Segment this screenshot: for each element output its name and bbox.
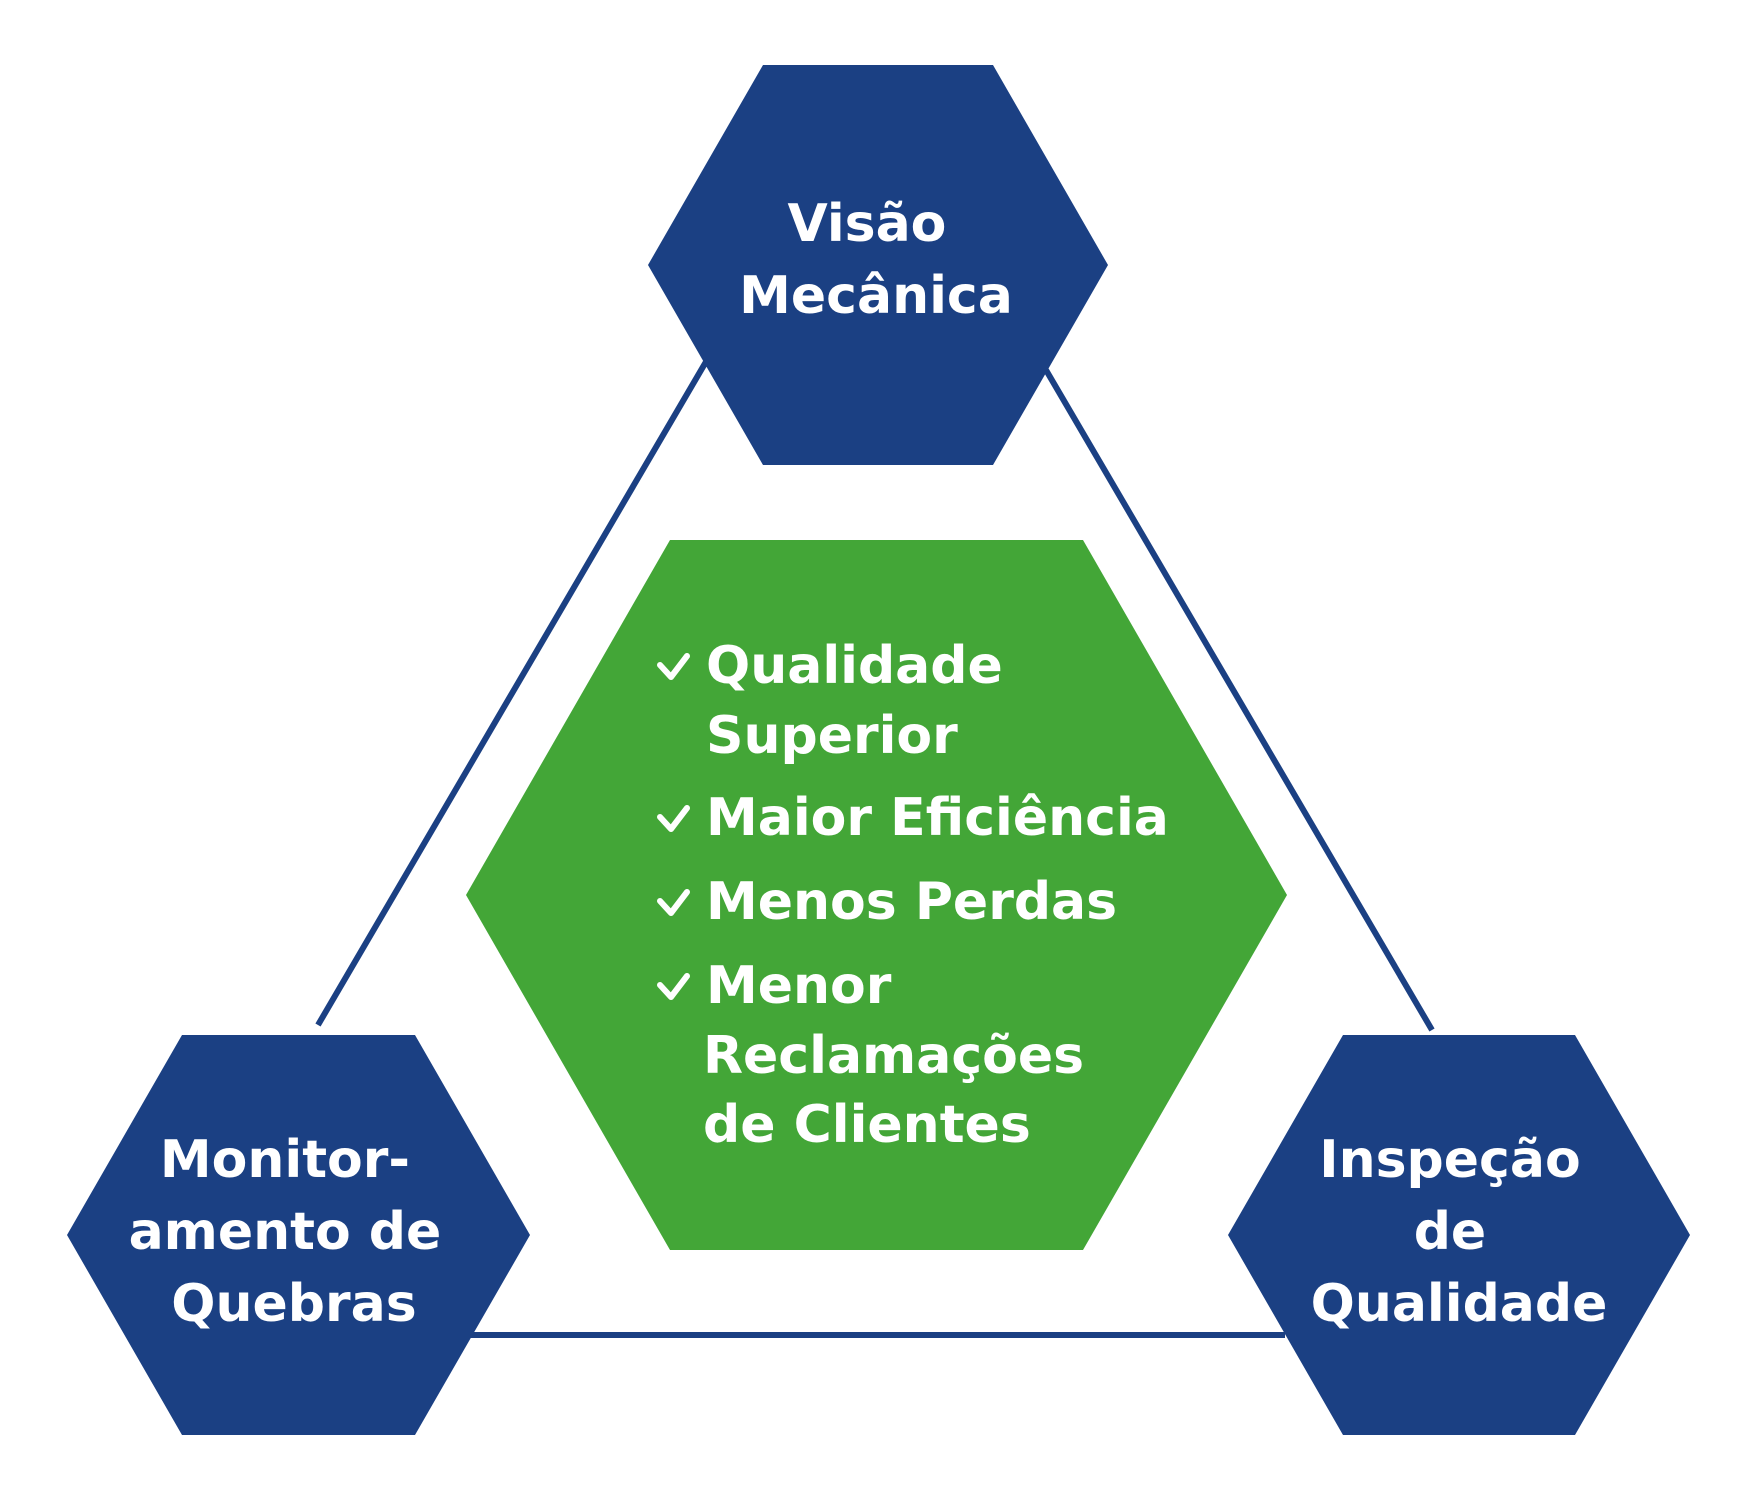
node-monitoramento-de-quebras: Monitor- amento de Quebras (67, 1035, 530, 1435)
benefit-item: Menos Perdas (657, 872, 1117, 932)
svg-text:Menor Reclamações: Menor Reclamações de Clientes (703, 956, 1102, 1155)
benefit-2-line-1: Maior Eficiência (706, 788, 1169, 848)
node-bottom-right-line-2: de (1414, 1202, 1487, 1262)
check-icon (657, 653, 690, 680)
check-icon (657, 973, 690, 1000)
node-top-line-1: Visão (787, 194, 946, 254)
node-top-line-2: Mecânica (739, 266, 1013, 326)
benefit-item: Qualidade Superior (657, 636, 1021, 766)
benefit-4-line-3: de Clientes (703, 1095, 1031, 1155)
connector-top-right (1043, 368, 1435, 1032)
benefit-item: Maior Eficiência (657, 788, 1169, 848)
node-bottom-right-label: Inspeção de Qualidade (1311, 1130, 1608, 1334)
node-bottom-left-line-2: amento de (129, 1202, 442, 1262)
check-icon (657, 889, 690, 916)
benefit-1-line-1: Qualidade (706, 636, 1003, 696)
benefit-1-line-2: Superior (706, 706, 958, 766)
svg-text:Menos Perdas: Menos Perdas (706, 872, 1117, 932)
node-bottom-right-line-1: Inspeção (1319, 1130, 1580, 1190)
node-bottom-right-line-3: Qualidade (1311, 1274, 1608, 1334)
connector-top-left (315, 358, 710, 1027)
svg-text:Qualidade Superior: Qualidade Superior (706, 636, 1021, 766)
node-bottom-left-line-3: Quebras (171, 1274, 416, 1334)
node-bottom-left-label: Monitor- amento de Quebras (129, 1130, 460, 1334)
hexagon-bottom-right (1228, 1035, 1690, 1435)
node-inspecao-de-qualidade: Inspeção de Qualidade (1228, 1035, 1690, 1435)
hexagon-top (648, 65, 1108, 465)
hexagon-center (466, 540, 1287, 1250)
center-benefits: Qualidade Superior Maior Eficiência Meno… (466, 540, 1287, 1250)
benefit-4-line-1: Menor (706, 956, 892, 1016)
benefit-item: Menor Reclamações de Clientes (657, 956, 1102, 1155)
benefit-3-line-1: Menos Perdas (706, 872, 1117, 932)
node-bottom-left-line-1: Monitor- (160, 1130, 410, 1190)
connector-lines (315, 358, 1435, 1338)
benefit-4-line-2: Reclamações (703, 1026, 1084, 1086)
node-visao-mecanica: Visão Mecânica (648, 65, 1108, 465)
check-icon (657, 805, 690, 832)
hexagon-bottom-left (67, 1035, 530, 1435)
node-top-label: Visão Mecânica (739, 194, 1013, 326)
svg-text:Maior Eficiência: Maior Eficiência (706, 788, 1169, 848)
